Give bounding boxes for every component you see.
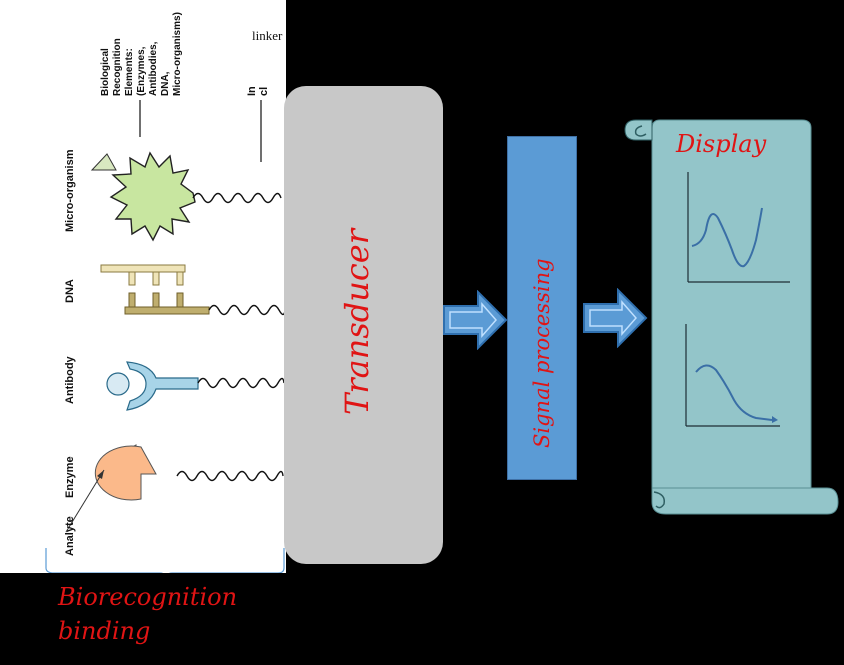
- antibody-analyte: [106, 372, 130, 396]
- display-scroll-body: [651, 119, 812, 497]
- micro-analyte-triangle: [90, 153, 117, 171]
- signal-processing-block: [507, 136, 577, 480]
- linker-antibody: [197, 377, 285, 389]
- arrow-signal-to-display: [583, 288, 648, 348]
- enzyme-label: Enzyme: [64, 456, 76, 498]
- antibody-shape: [126, 361, 199, 411]
- analyte-label: Analyte: [64, 516, 76, 556]
- dna-label: DNA: [64, 279, 76, 303]
- biorecognition-line2: binding: [58, 617, 151, 645]
- linker-label: linker: [252, 28, 283, 43]
- transducer-label: Transducer: [338, 229, 376, 415]
- analyte-pointer: [65, 469, 105, 533]
- scroll-top-curl-detail: [634, 125, 647, 137]
- signal-processing-label: Signal processing: [530, 258, 554, 448]
- scroll-bottom-curl-detail: [653, 491, 666, 509]
- biorecognition-panel: [0, 0, 286, 573]
- biorecognition-line1: Biorecognition: [58, 583, 238, 611]
- arrow-right-icon: [443, 290, 508, 350]
- scroll-top-curl: [624, 119, 653, 141]
- biorecognition-caption: Biorecognition binding: [58, 580, 237, 648]
- linker-dna: [208, 304, 286, 316]
- biorecognition-illustration: [45, 100, 286, 573]
- display-title: Display: [676, 130, 767, 158]
- antibody-label: Antibody: [64, 356, 76, 404]
- arrow-transducer-to-signal: [443, 290, 508, 350]
- micro-organism-label: Micro-organism: [64, 149, 76, 232]
- enzyme-shape: [94, 445, 157, 501]
- display-curve-1: [691, 207, 763, 268]
- arrow-highlight: [589, 300, 637, 336]
- display-curve-2: [695, 364, 773, 421]
- display-graph-2: [685, 324, 780, 427]
- in-label: In cl: [246, 86, 270, 96]
- scroll-bottom-roll: [651, 487, 839, 515]
- micro-organism-shape: [109, 151, 196, 242]
- analyte-pointer-head: [97, 470, 104, 479]
- linker-enzyme: [176, 470, 284, 482]
- linker-micro: [192, 192, 282, 204]
- dna-shape: [100, 264, 210, 315]
- arrow-right-icon: [583, 288, 648, 348]
- curve-2-arrowhead: [772, 416, 778, 423]
- bottom-brace: [45, 548, 285, 573]
- display-scroll: [624, 119, 839, 515]
- display-graph-1: [687, 172, 790, 283]
- bio-elements-label: Biological Recognition Elements: (Enzyme…: [100, 12, 183, 96]
- transducer-block: [284, 86, 443, 564]
- arrow-highlight: [449, 302, 497, 338]
